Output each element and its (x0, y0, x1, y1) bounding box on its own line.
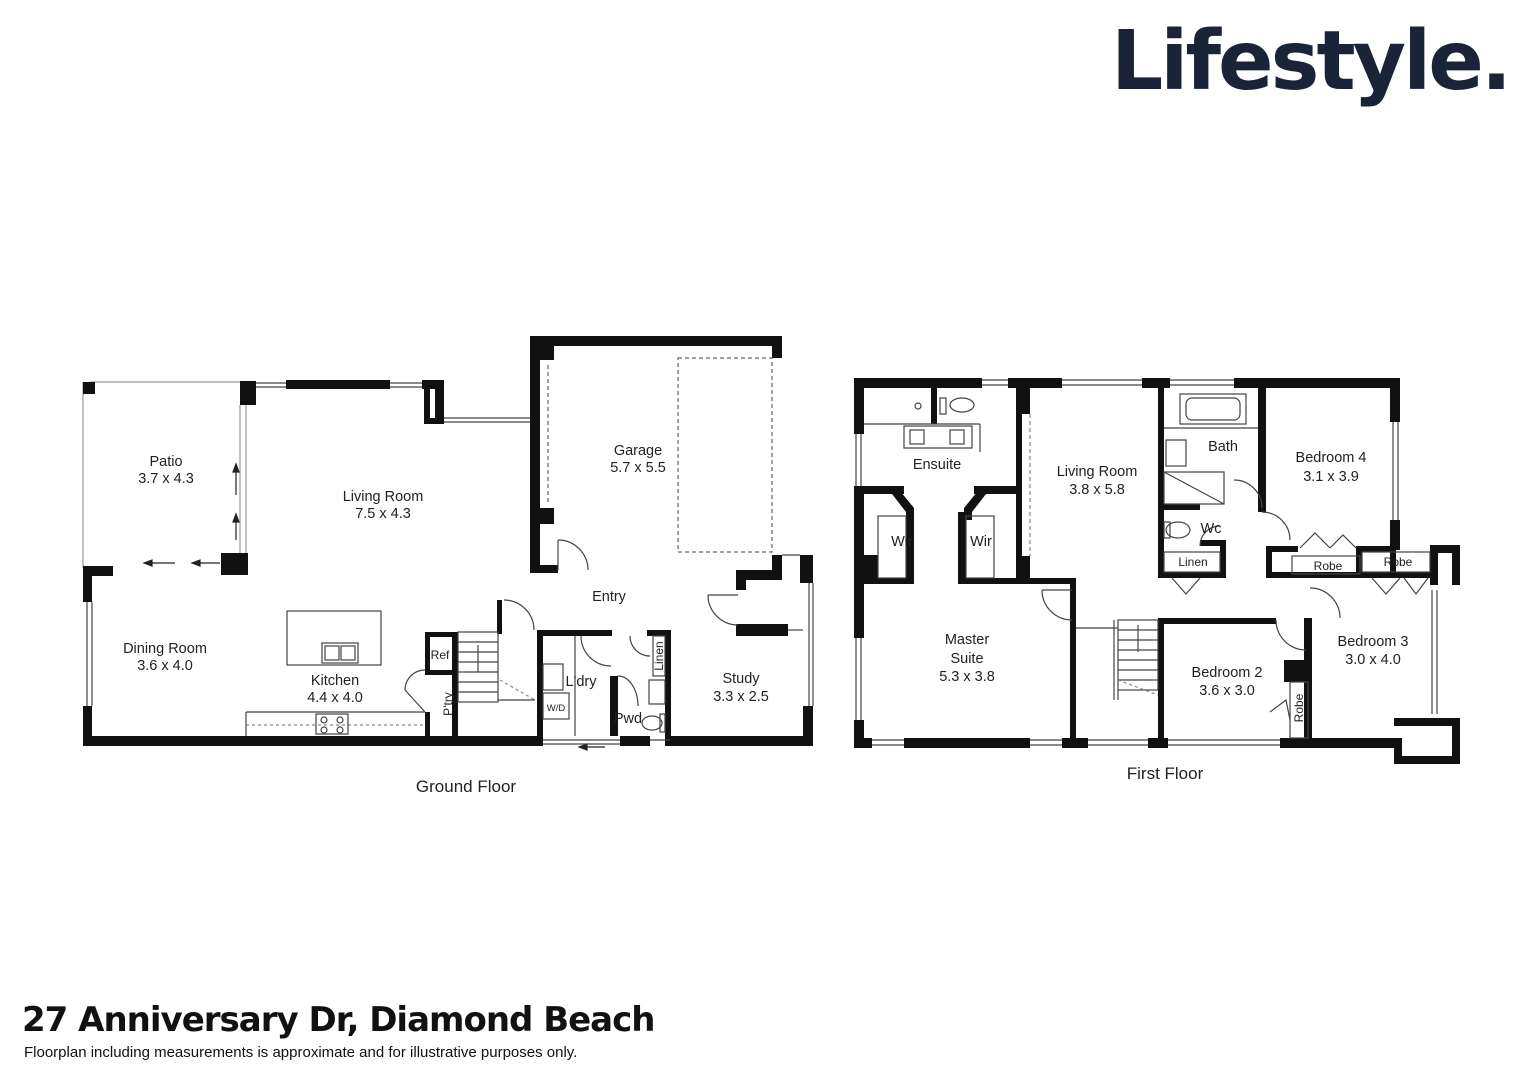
garage-size: 5.7 x 5.5 (610, 460, 666, 476)
living-room-size: 7.5 x 4.3 (355, 506, 411, 522)
ensuite-label: Ensuite (913, 457, 961, 473)
disclaimer-text: Floorplan including measurements is appr… (24, 1044, 578, 1061)
robe-bedroom-3-label: Robe (1384, 555, 1413, 569)
first-linen-label: Linen (1178, 555, 1207, 569)
laundry-label: L'dry (566, 674, 598, 690)
first-floor-plan: Ensuite Wir Wir Master Suite 5.3 x 3.8 L… (854, 378, 1460, 783)
brand-logo: Lifestyle. (1111, 14, 1512, 109)
study-size: 3.3 x 2.5 (713, 689, 769, 705)
washer-dryer-label: W/D (547, 703, 566, 714)
first-fixtures (855, 379, 1438, 746)
bedroom-2-size: 3.6 x 3.0 (1199, 683, 1255, 699)
wir-left-label: Wir (891, 534, 913, 550)
ground-fixtures (86, 357, 814, 745)
master-suite-name-2: Suite (950, 651, 983, 667)
robe-bedroom-2-label: Robe (1292, 693, 1306, 722)
pantry-label: P'try (441, 692, 455, 716)
ground-walls (83, 336, 813, 746)
master-suite-name-1: Master (945, 632, 989, 648)
ground-floor-plan: Patio 3.7 x 4.3 Living Room 7.5 x 4.3 Ga… (82, 336, 814, 796)
kitchen-size: 4.4 x 4.0 (307, 690, 363, 706)
bedroom-4-size: 3.1 x 3.9 (1303, 469, 1359, 485)
dining-room-size: 3.6 x 4.0 (137, 658, 193, 674)
ground-floor-title: Ground Floor (416, 777, 516, 796)
garage-name: Garage (614, 443, 662, 459)
study-name: Study (722, 671, 760, 687)
bath-label: Bath (1208, 439, 1238, 455)
bedroom-2-name: Bedroom 2 (1192, 665, 1263, 681)
patio-name: Patio (149, 454, 182, 470)
living-room-name: Living Room (343, 489, 424, 505)
first-floor-title: First Floor (1127, 764, 1204, 783)
property-address: 27 Anniversary Dr, Diamond Beach (22, 1000, 655, 1040)
master-suite-size: 5.3 x 3.8 (939, 669, 995, 685)
entry-name: Entry (592, 589, 627, 605)
robe-bedroom-4-label: Robe (1314, 559, 1343, 573)
ground-linen-label: Linen (652, 641, 666, 670)
powder-room-label: Pwd (614, 711, 642, 727)
first-living-size: 3.8 x 5.8 (1069, 482, 1125, 498)
first-living-name: Living Room (1057, 464, 1138, 480)
wir-right-label: Wir (970, 534, 992, 550)
patio-outline (82, 381, 247, 568)
dining-room-name: Dining Room (123, 641, 207, 657)
sliding-door-arrows (142, 462, 605, 751)
bedroom-4-name: Bedroom 4 (1296, 450, 1367, 466)
first-walls (854, 378, 1460, 764)
ref-label: Ref (431, 648, 450, 662)
kitchen-name: Kitchen (311, 673, 359, 689)
wc-label: Wc (1201, 521, 1222, 537)
patio-size: 3.7 x 4.3 (138, 471, 194, 487)
bedroom-3-size: 3.0 x 4.0 (1345, 652, 1401, 668)
bedroom-3-name: Bedroom 3 (1338, 634, 1409, 650)
